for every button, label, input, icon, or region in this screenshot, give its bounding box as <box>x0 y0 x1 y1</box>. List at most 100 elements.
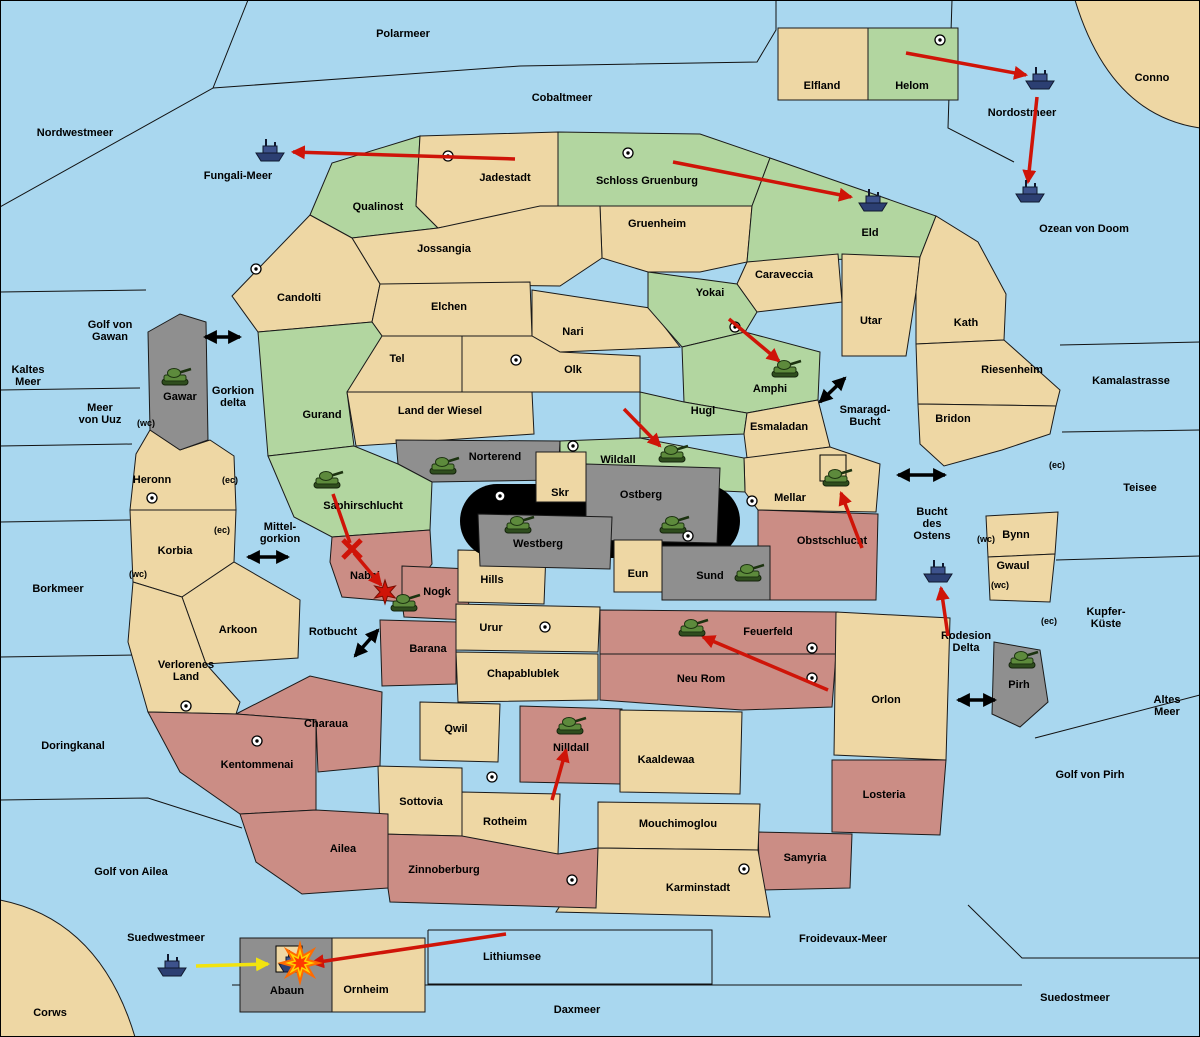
attack-arrow <box>331 493 352 544</box>
label-schloss-gruenburg: Schloss Gruenburg <box>596 175 698 187</box>
label-orlon: Orlon <box>871 694 901 706</box>
label-conno: Conno <box>1135 72 1170 84</box>
tank-icon[interactable] <box>658 444 689 463</box>
territory-utar[interactable] <box>841 253 921 357</box>
label-abaun: Abaun <box>270 985 305 997</box>
label-tel: Tel <box>389 353 404 365</box>
territory-skr[interactable] <box>535 451 587 503</box>
canal-label: (wc) <box>137 418 155 428</box>
label-eun: Eun <box>628 568 649 580</box>
city-marker <box>567 440 579 452</box>
label-jadestadt: Jadestadt <box>479 172 531 184</box>
label-candolti: Candolti <box>277 292 321 304</box>
sea-border-line <box>967 904 1200 959</box>
sea-label-daxmeer: Daxmeer <box>554 1004 601 1016</box>
label-neu-rom: Neu Rom <box>677 673 726 685</box>
tank-icon[interactable] <box>771 359 802 378</box>
tank-icon[interactable] <box>313 470 344 489</box>
ship-icon[interactable] <box>858 189 888 212</box>
sea-border-line <box>1055 555 1200 561</box>
label-rotheim: Rotheim <box>483 816 527 828</box>
label-obstschlucht: Obstschlucht <box>797 535 868 547</box>
label-kentommenai: Kentommenai <box>221 759 294 771</box>
sea-border-line <box>1059 341 1200 346</box>
label-mouchimoglou: Mouchimoglou <box>639 818 717 830</box>
tank-icon[interactable] <box>390 593 421 612</box>
canal-label: (wc) <box>991 580 1009 590</box>
territory-mellar[interactable] <box>743 446 881 513</box>
sea-border-line <box>1061 429 1200 433</box>
territory-eun[interactable] <box>613 539 663 593</box>
territory-conno[interactable] <box>1074 0 1200 129</box>
territory-feuerfeld[interactable] <box>599 609 839 655</box>
territory-urur[interactable] <box>455 603 601 653</box>
territory-qwil[interactable] <box>419 701 501 763</box>
sea-label-cobaltmeer: Cobaltmeer <box>532 92 593 104</box>
territory-obstschlucht[interactable] <box>757 509 879 601</box>
city-marker <box>682 530 694 542</box>
ship-icon[interactable] <box>157 954 187 977</box>
tank-icon[interactable] <box>734 563 765 582</box>
sea-label-teisee: Teisee <box>1123 482 1156 494</box>
tank-icon[interactable] <box>678 618 709 637</box>
territory-zinnoberburg[interactable] <box>379 833 599 909</box>
attack-arrow <box>727 317 781 363</box>
tank-icon[interactable] <box>429 456 460 475</box>
city-marker <box>746 495 758 507</box>
territory-bridon[interactable] <box>917 403 1057 467</box>
territory-ornheim[interactable] <box>331 937 426 1013</box>
ship-icon[interactable] <box>1025 67 1055 90</box>
label-gawar: Gawar <box>163 391 197 403</box>
territory-gruenheim[interactable] <box>599 205 753 273</box>
attack-arrow <box>672 160 854 202</box>
city-marker <box>486 771 498 783</box>
territory-nari[interactable] <box>531 289 681 353</box>
label-mellar: Mellar <box>774 492 807 504</box>
ship-icon[interactable] <box>1015 180 1045 203</box>
ship-icon[interactable] <box>255 139 285 162</box>
territory-saphirschlucht[interactable] <box>267 445 433 538</box>
tank-icon[interactable] <box>822 468 853 487</box>
territory-ailea[interactable] <box>239 809 389 895</box>
territory-losteria[interactable] <box>831 759 947 836</box>
territory-ostberg[interactable] <box>585 463 721 544</box>
tank-icon[interactable] <box>659 515 690 534</box>
city-marker <box>146 492 158 504</box>
territory-elfland[interactable] <box>777 27 869 101</box>
territory-gwaul[interactable] <box>987 553 1056 603</box>
city-marker <box>539 621 551 633</box>
tank-icon[interactable] <box>161 367 192 386</box>
canal-label: (wc) <box>129 569 147 579</box>
sea-label-polarmeer: Polarmeer <box>376 28 431 40</box>
territory-land-der-wiesel[interactable] <box>346 391 535 447</box>
territory-kaaldewaa[interactable] <box>619 709 743 795</box>
territory-barana[interactable] <box>379 619 457 687</box>
territory-riesenheim[interactable] <box>915 339 1061 407</box>
label-land-der-wiesel: Land der Wiesel <box>398 405 482 417</box>
tank-icon[interactable] <box>556 716 587 735</box>
territory-orlon[interactable] <box>833 611 951 761</box>
label-olk: Olk <box>564 364 583 376</box>
territory-caraveccia[interactable] <box>736 253 843 313</box>
sea-label-borkmeer: Borkmeer <box>32 583 84 595</box>
ship-icon[interactable] <box>923 560 953 583</box>
canal-label: (wc) <box>977 534 995 544</box>
attack-arrow <box>905 51 1029 80</box>
territory-chapablublek[interactable] <box>455 651 599 703</box>
canal-label: (ec) <box>1041 616 1057 626</box>
attack-arrow <box>622 407 662 448</box>
label-skr: Skr <box>551 487 569 499</box>
label-hills: Hills <box>480 574 503 586</box>
tank-icon[interactable] <box>504 515 535 534</box>
tank-icon[interactable] <box>1008 650 1039 669</box>
sea-border-line <box>0 387 141 391</box>
territory-corws[interactable] <box>0 899 136 1037</box>
sea-label-ozean-von-doom: Ozean von Doom <box>1039 223 1129 235</box>
city-marker <box>934 34 946 46</box>
label-ostberg: Ostberg <box>620 489 662 501</box>
label-zinnoberburg: Zinnoberburg <box>408 864 480 876</box>
